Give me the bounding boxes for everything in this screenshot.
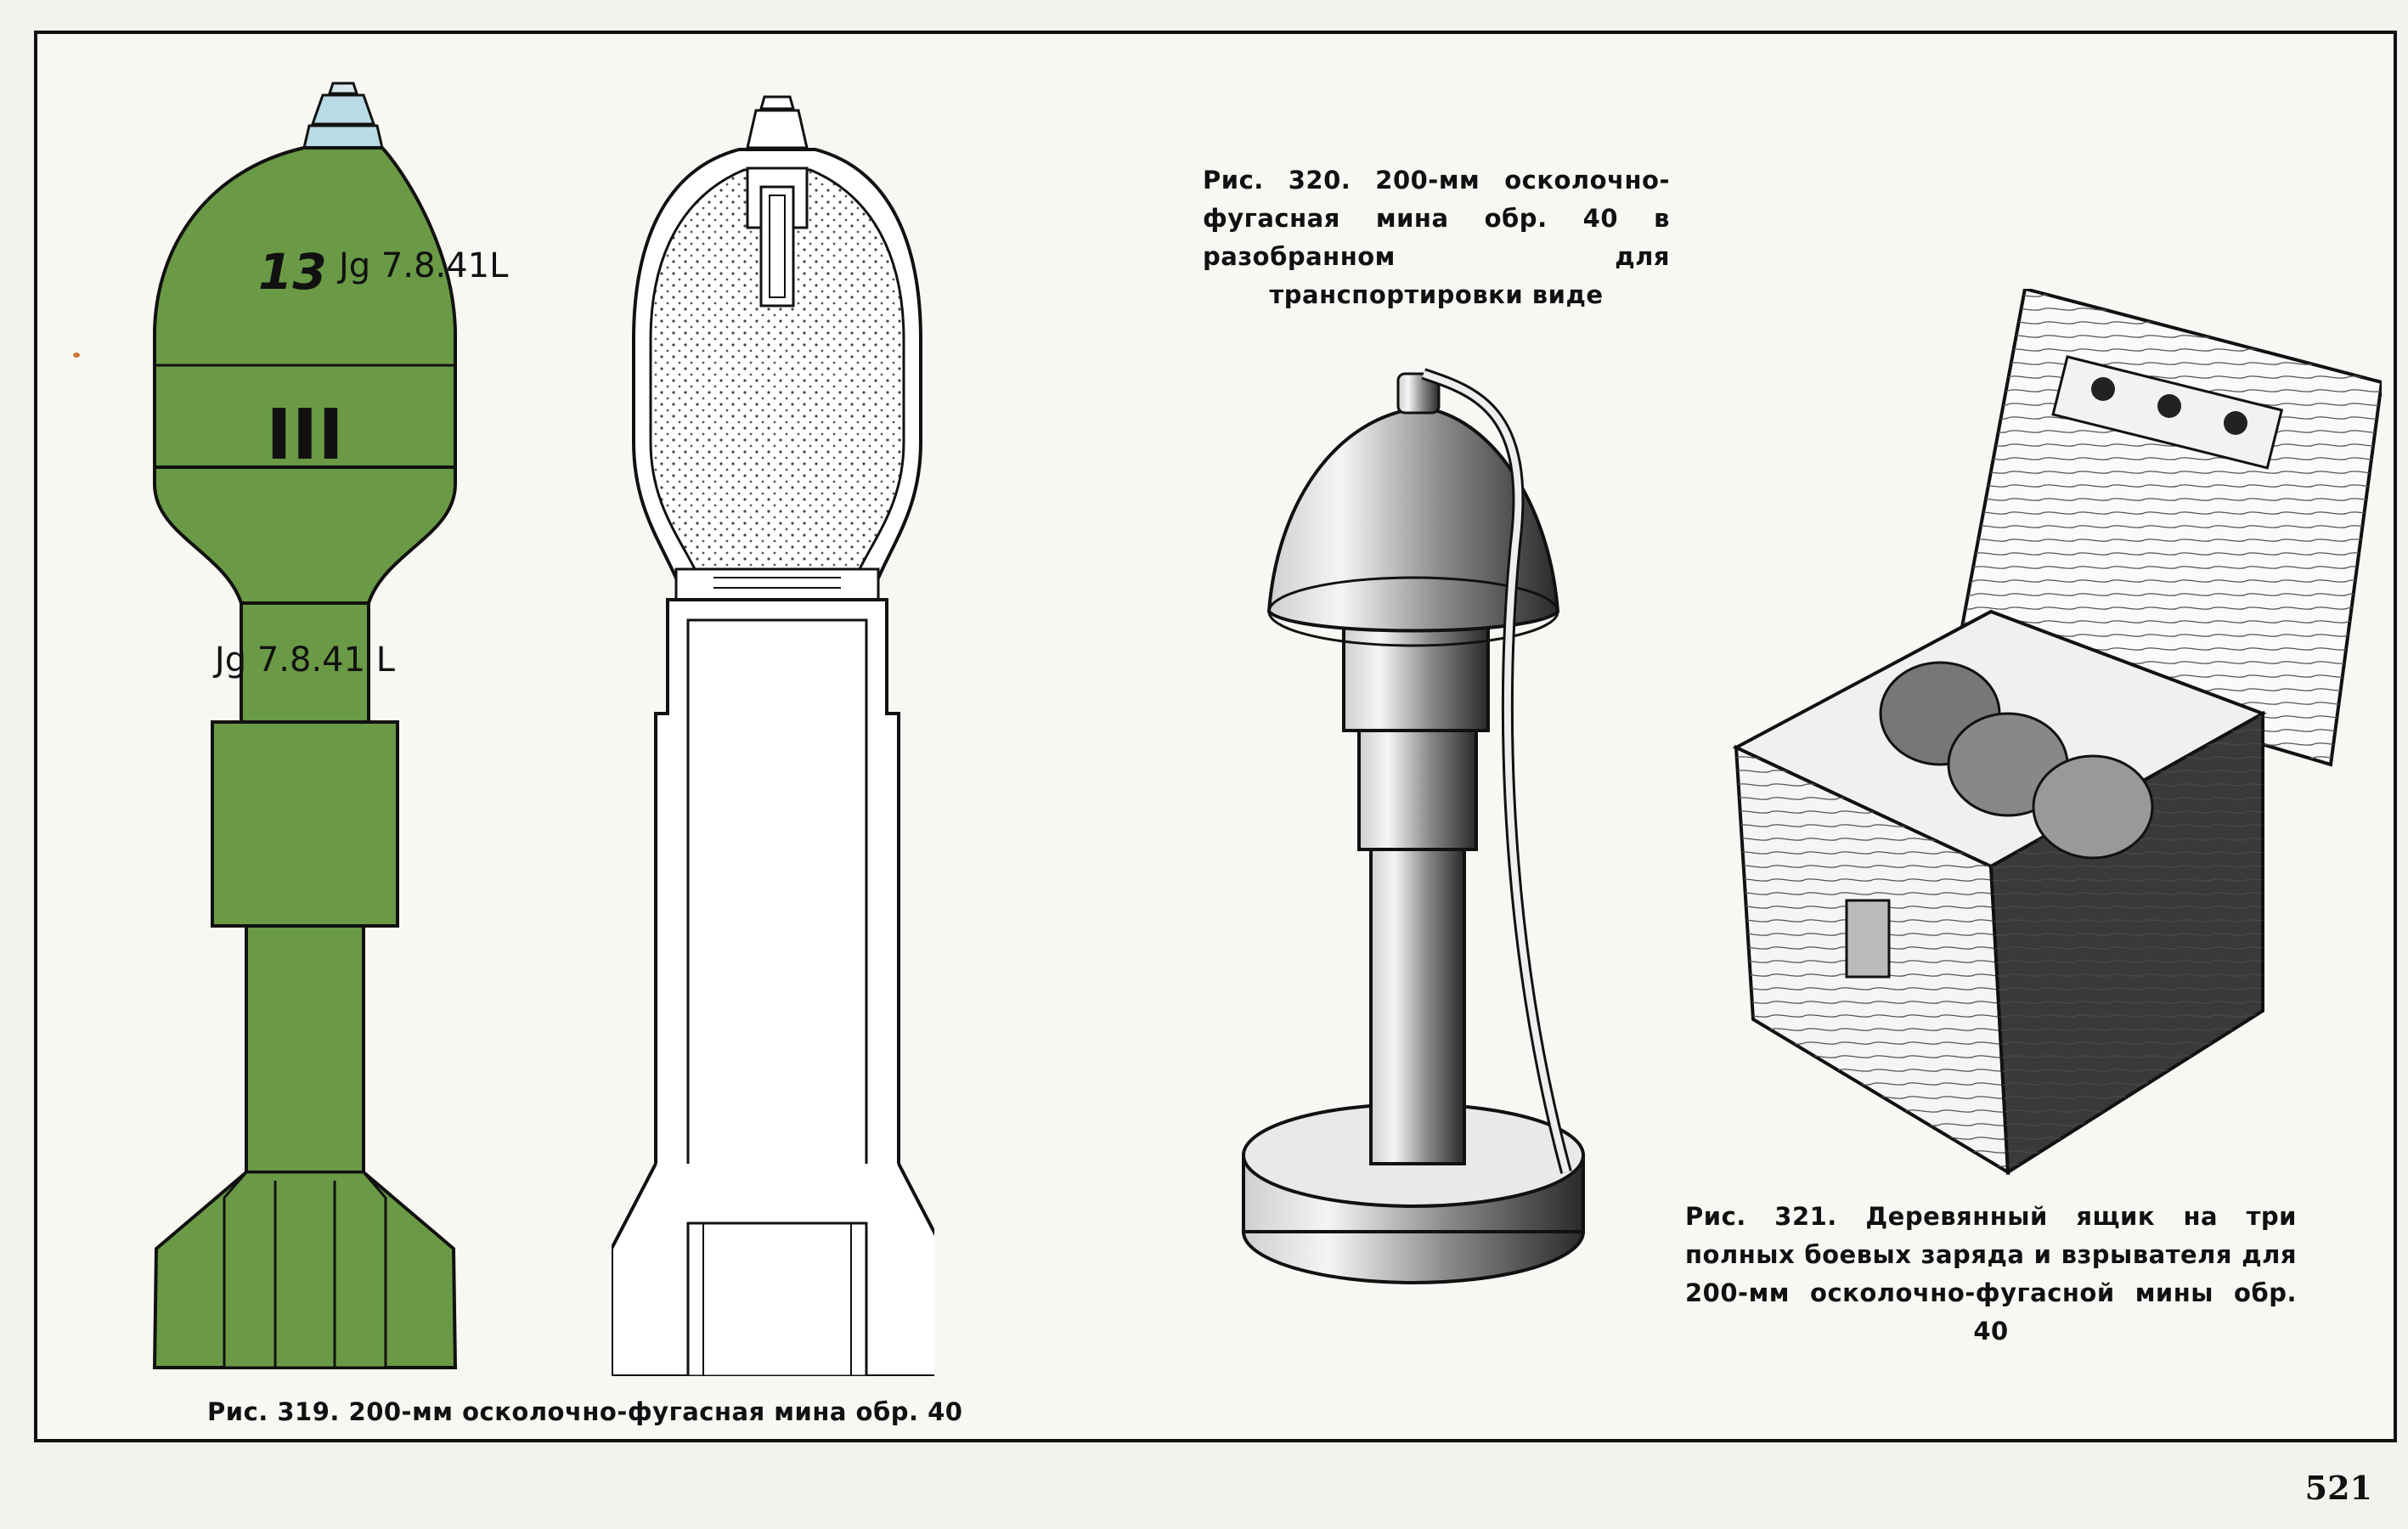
paper-speck <box>73 353 80 358</box>
page-number: 521 <box>2304 1469 2372 1507</box>
figure-plate: 13 Jg 7.8.41L III Jg 7.8.41 L <box>34 31 2397 1442</box>
mine-stamp-upper: Jg 7.8.41L <box>336 246 509 285</box>
mine-roman-numeral: III <box>266 395 344 476</box>
mine-stamp-lower: Jg 7.8.41 L <box>212 640 396 680</box>
wooden-box-illustration <box>1732 289 2382 1176</box>
caption-fig-320: Рис. 320. 200-мм осколочно-фугасная мина… <box>1203 166 1670 309</box>
mine-disassembled-illustration <box>1242 368 1585 1284</box>
caption-fig-319: Рис. 319. 200-мм осколочно-фугасная мина… <box>207 1397 963 1426</box>
mine-exterior-illustration: 13 Jg 7.8.41L III Jg 7.8.41 L <box>152 82 509 1369</box>
caption-fig-321: Рис. 321. Деревянный ящик на три полных … <box>1685 1202 2297 1346</box>
mine-number: 13 <box>258 243 327 301</box>
mine-cross-section-illustration <box>612 95 934 1376</box>
